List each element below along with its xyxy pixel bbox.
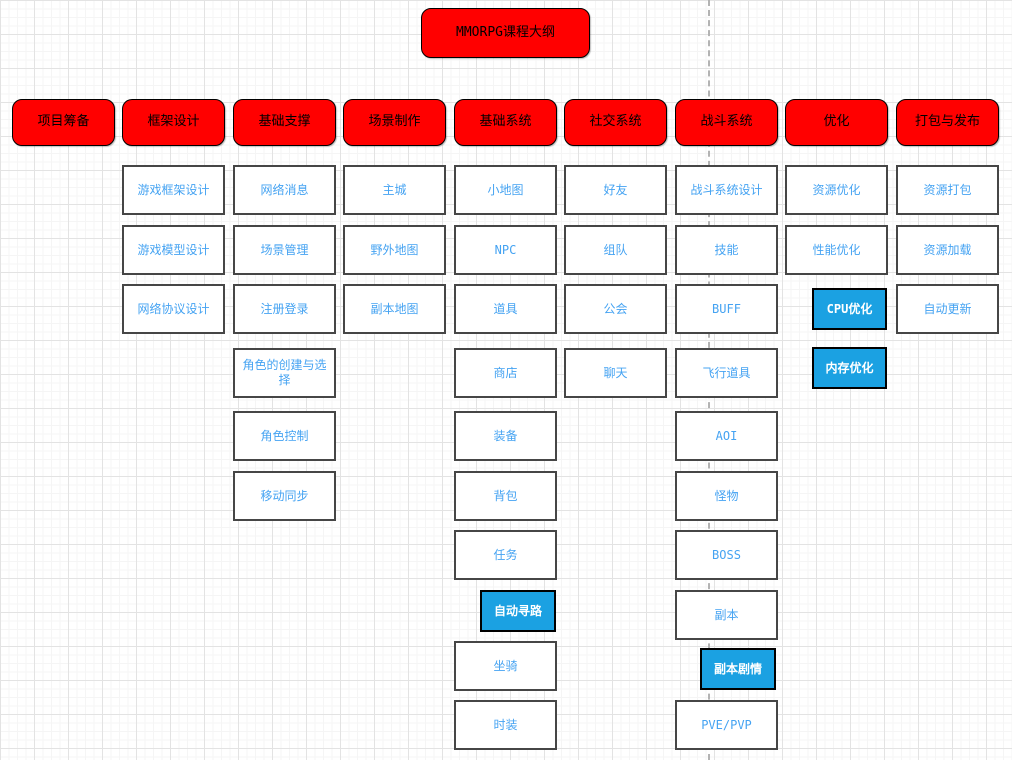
category-node[interactable]: 战斗系统 [675,99,778,146]
topic-node[interactable]: 好友 [564,165,667,215]
category-node[interactable]: 项目筹备 [12,99,115,146]
topic-node[interactable]: 副本地图 [343,284,446,334]
topic-node[interactable]: AOI [675,411,778,461]
topic-node[interactable]: 野外地图 [343,225,446,275]
highlight-node[interactable]: 副本剧情 [700,648,776,690]
topic-node[interactable]: 聊天 [564,348,667,398]
category-node[interactable]: 基础支撑 [233,99,336,146]
category-node[interactable]: 优化 [785,99,888,146]
topic-node[interactable]: 移动同步 [233,471,336,521]
topic-node[interactable]: 战斗系统设计 [675,165,778,215]
topic-node[interactable]: 时装 [454,700,557,750]
topic-node[interactable]: 角色的创建与选择 [233,348,336,398]
topic-node[interactable]: 技能 [675,225,778,275]
topic-node[interactable]: 网络协议设计 [122,284,225,334]
topic-node[interactable]: BOSS [675,530,778,580]
topic-node[interactable]: 怪物 [675,471,778,521]
topic-node[interactable]: 角色控制 [233,411,336,461]
category-node[interactable]: 基础系统 [454,99,557,146]
topic-node[interactable]: NPC [454,225,557,275]
topic-node[interactable]: 商店 [454,348,557,398]
category-node[interactable]: 社交系统 [564,99,667,146]
category-node[interactable]: 场景制作 [343,99,446,146]
highlight-node[interactable]: 内存优化 [812,347,887,389]
topic-node[interactable]: 小地图 [454,165,557,215]
topic-node[interactable]: BUFF [675,284,778,334]
topic-node[interactable]: 资源打包 [896,165,999,215]
category-node[interactable]: 框架设计 [122,99,225,146]
topic-node[interactable]: 道具 [454,284,557,334]
topic-node[interactable]: 性能优化 [785,225,888,275]
topic-node[interactable]: 游戏模型设计 [122,225,225,275]
topic-node[interactable]: 资源优化 [785,165,888,215]
topic-node[interactable]: 任务 [454,530,557,580]
topic-node[interactable]: 装备 [454,411,557,461]
topic-node[interactable]: 副本 [675,590,778,640]
topic-node[interactable]: 背包 [454,471,557,521]
topic-node[interactable]: 公会 [564,284,667,334]
topic-node[interactable]: 游戏框架设计 [122,165,225,215]
title-node[interactable]: MMORPG课程大纲 [421,8,590,58]
topic-node[interactable]: 自动更新 [896,284,999,334]
topic-node[interactable]: 网络消息 [233,165,336,215]
category-node[interactable]: 打包与发布 [896,99,999,146]
topic-node[interactable]: 主城 [343,165,446,215]
topic-node[interactable]: 场景管理 [233,225,336,275]
topic-node[interactable]: 注册登录 [233,284,336,334]
topic-node[interactable]: 资源加载 [896,225,999,275]
topic-node[interactable]: 组队 [564,225,667,275]
highlight-node[interactable]: CPU优化 [812,288,887,330]
highlight-node[interactable]: 自动寻路 [480,590,556,632]
topic-node[interactable]: 坐骑 [454,641,557,691]
topic-node[interactable]: PVE/PVP [675,700,778,750]
topic-node[interactable]: 飞行道具 [675,348,778,398]
